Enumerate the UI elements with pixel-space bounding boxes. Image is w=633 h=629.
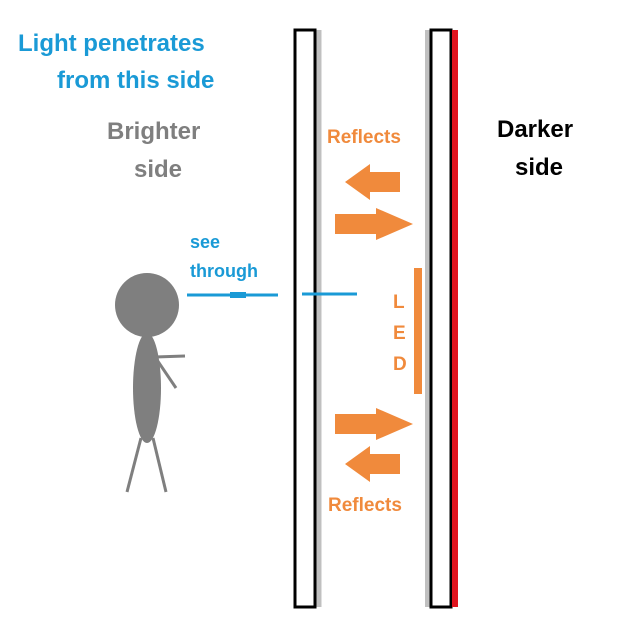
person-arm-out <box>154 354 186 359</box>
led-letter-d: D <box>393 354 407 375</box>
arrow-left-top <box>345 164 400 200</box>
led-letter-e: E <box>393 323 406 344</box>
person-arm-down <box>153 356 178 389</box>
sight-line-mark <box>230 292 246 298</box>
darker-side-label-2: side <box>515 154 564 181</box>
brighter-side-label-2: side <box>134 156 183 183</box>
person-leg-right <box>151 437 168 493</box>
person-head <box>115 273 179 337</box>
title-line-2: from this side <box>57 67 215 94</box>
led-letter-l: L <box>393 292 405 313</box>
reflects-label-top: Reflects <box>327 127 401 148</box>
see-through-label-2: through <box>190 261 258 281</box>
see-through-label-1: see <box>190 232 221 252</box>
title-line-1: Light penetrates <box>18 30 205 57</box>
left-glass-coating <box>316 30 322 607</box>
arrow-left-bottom <box>345 446 400 482</box>
person-body <box>133 333 161 443</box>
led-strip <box>414 268 422 394</box>
arrow-right-bottom <box>335 408 413 440</box>
reflects-label-bottom: Reflects <box>328 495 402 516</box>
right-coating <box>425 30 431 607</box>
right-glass-pane <box>429 28 453 609</box>
brighter-side-label-1: Brighter <box>107 118 201 145</box>
left-glass-pane <box>293 28 317 609</box>
person-leg-left <box>125 437 143 493</box>
dark-backing <box>452 30 458 607</box>
darker-side-label-1: Darker <box>497 116 574 143</box>
person-figure <box>115 273 186 493</box>
arrow-right-top <box>335 208 413 240</box>
